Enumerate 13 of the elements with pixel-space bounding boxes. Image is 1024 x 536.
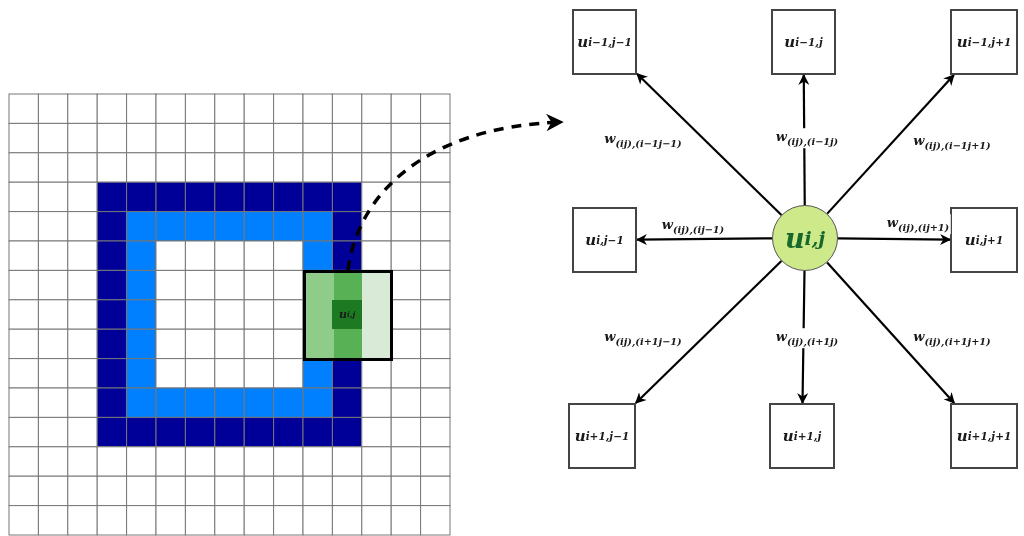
arrow	[636, 73, 783, 216]
arrow	[635, 260, 783, 404]
dashed-arrow	[346, 114, 564, 271]
edge-label: w$_{(ij),(i+1j)}$	[773, 328, 841, 348]
arrow	[797, 271, 809, 405]
arrow	[838, 234, 952, 245]
arrow	[635, 234, 772, 246]
arrow	[826, 74, 955, 215]
edge-label: w$_{(ij),(i−1j)}$	[773, 128, 841, 148]
arrow	[826, 261, 955, 404]
arrow	[798, 73, 810, 205]
selection-window	[303, 270, 394, 361]
edge-label: w$_{(ij),(ij+1)}$	[884, 214, 952, 234]
